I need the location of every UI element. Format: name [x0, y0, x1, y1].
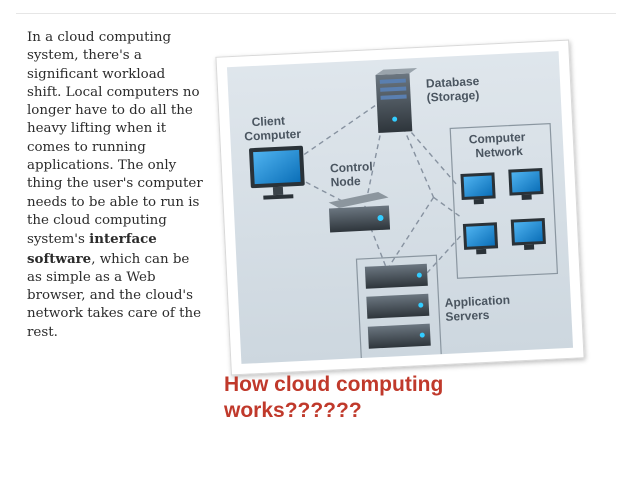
client-label-line2: Computer — [244, 127, 302, 144]
network-monitor-icon — [510, 217, 546, 250]
database-label-line2: (Storage) — [426, 88, 479, 105]
control-node-icon — [328, 192, 391, 233]
body-text: In a cloud computing system, there's a s… — [27, 29, 203, 342]
body-text-bold: interface software — [27, 231, 157, 267]
network-monitor-icon — [508, 168, 544, 201]
caption-line2: works?????? — [224, 399, 362, 422]
network-label-line2: Network — [475, 144, 523, 160]
line-center-network — [433, 196, 460, 217]
database-label-line1: Database — [426, 74, 480, 91]
application-server-icon — [367, 323, 431, 349]
body-text-end: , which can be as simple as a Web browse… — [27, 251, 202, 340]
slide-caption: How cloud computing works?????? — [224, 372, 443, 424]
application-server-icon — [364, 263, 428, 289]
diagram-frame: Client Computer Control Node — [215, 39, 585, 376]
control-label-line2: Node — [330, 174, 361, 189]
line-center-app — [386, 196, 435, 271]
app-label-line1: Application — [444, 293, 510, 310]
cloud-diagram: Client Computer Control Node — [226, 51, 574, 364]
connection-lines — [281, 99, 461, 274]
database-server-icon — [375, 67, 418, 133]
caption-line1: How cloud computing — [224, 373, 444, 396]
network-label-line1: Computer — [468, 130, 526, 147]
client-computer-icon — [249, 145, 305, 200]
app-label-line2: Servers — [445, 308, 490, 324]
client-label-line1: Client — [251, 114, 285, 130]
application-server-icon — [366, 293, 430, 319]
control-label-line1: Control — [330, 159, 373, 175]
network-monitor-icon — [460, 172, 496, 205]
network-group-box — [449, 122, 559, 279]
cloud-diagram-svg: Client Computer Control Node — [244, 67, 559, 364]
top-divider — [16, 13, 616, 14]
network-monitor-icon — [462, 222, 499, 255]
line-db-network — [399, 118, 459, 187]
body-text-start: In a cloud computing system, there's a s… — [27, 30, 203, 248]
app-servers-group-box — [355, 254, 443, 364]
